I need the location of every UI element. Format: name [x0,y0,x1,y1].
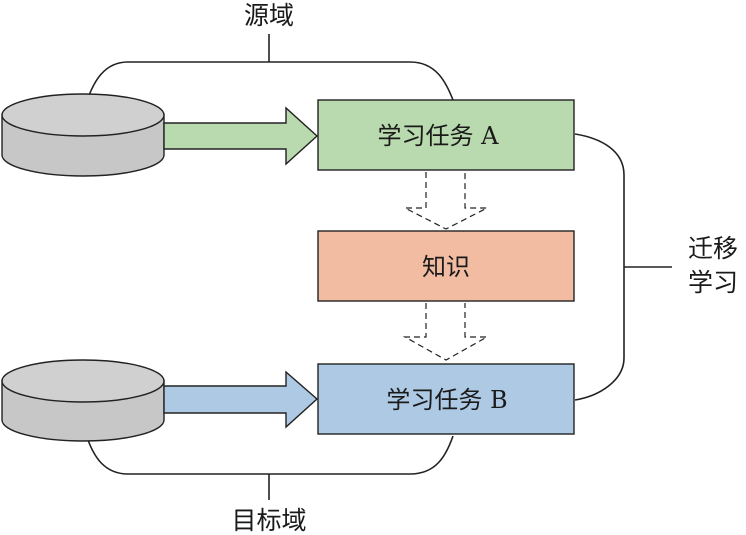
target-to-task-b-arrow [163,370,319,429]
source-domain-label: 源域 [244,1,294,30]
task-a-box [317,99,575,171]
source-domain-bracket [87,34,454,101]
transfer-learning-label-line2: 学习 [688,268,738,297]
task-b-label: 学习任务 B [386,386,507,414]
transfer-learning-bracket [574,133,672,401]
task-a-label: 学习任务 A [378,122,500,150]
target-database-icon [1,359,165,442]
source-database-icon [1,93,165,177]
source-to-task-a-arrow [163,106,319,166]
task-b-box [317,363,575,435]
knowledge-to-task-b-arrow [402,303,490,361]
knowledge-label: 知识 [422,253,470,281]
transfer-learning-label-line1: 迁移 [688,234,738,263]
task-a-to-knowledge-arrow [404,172,488,230]
target-domain-label: 目标域 [231,506,306,535]
target-domain-bracket [87,435,454,500]
knowledge-box [317,230,575,302]
